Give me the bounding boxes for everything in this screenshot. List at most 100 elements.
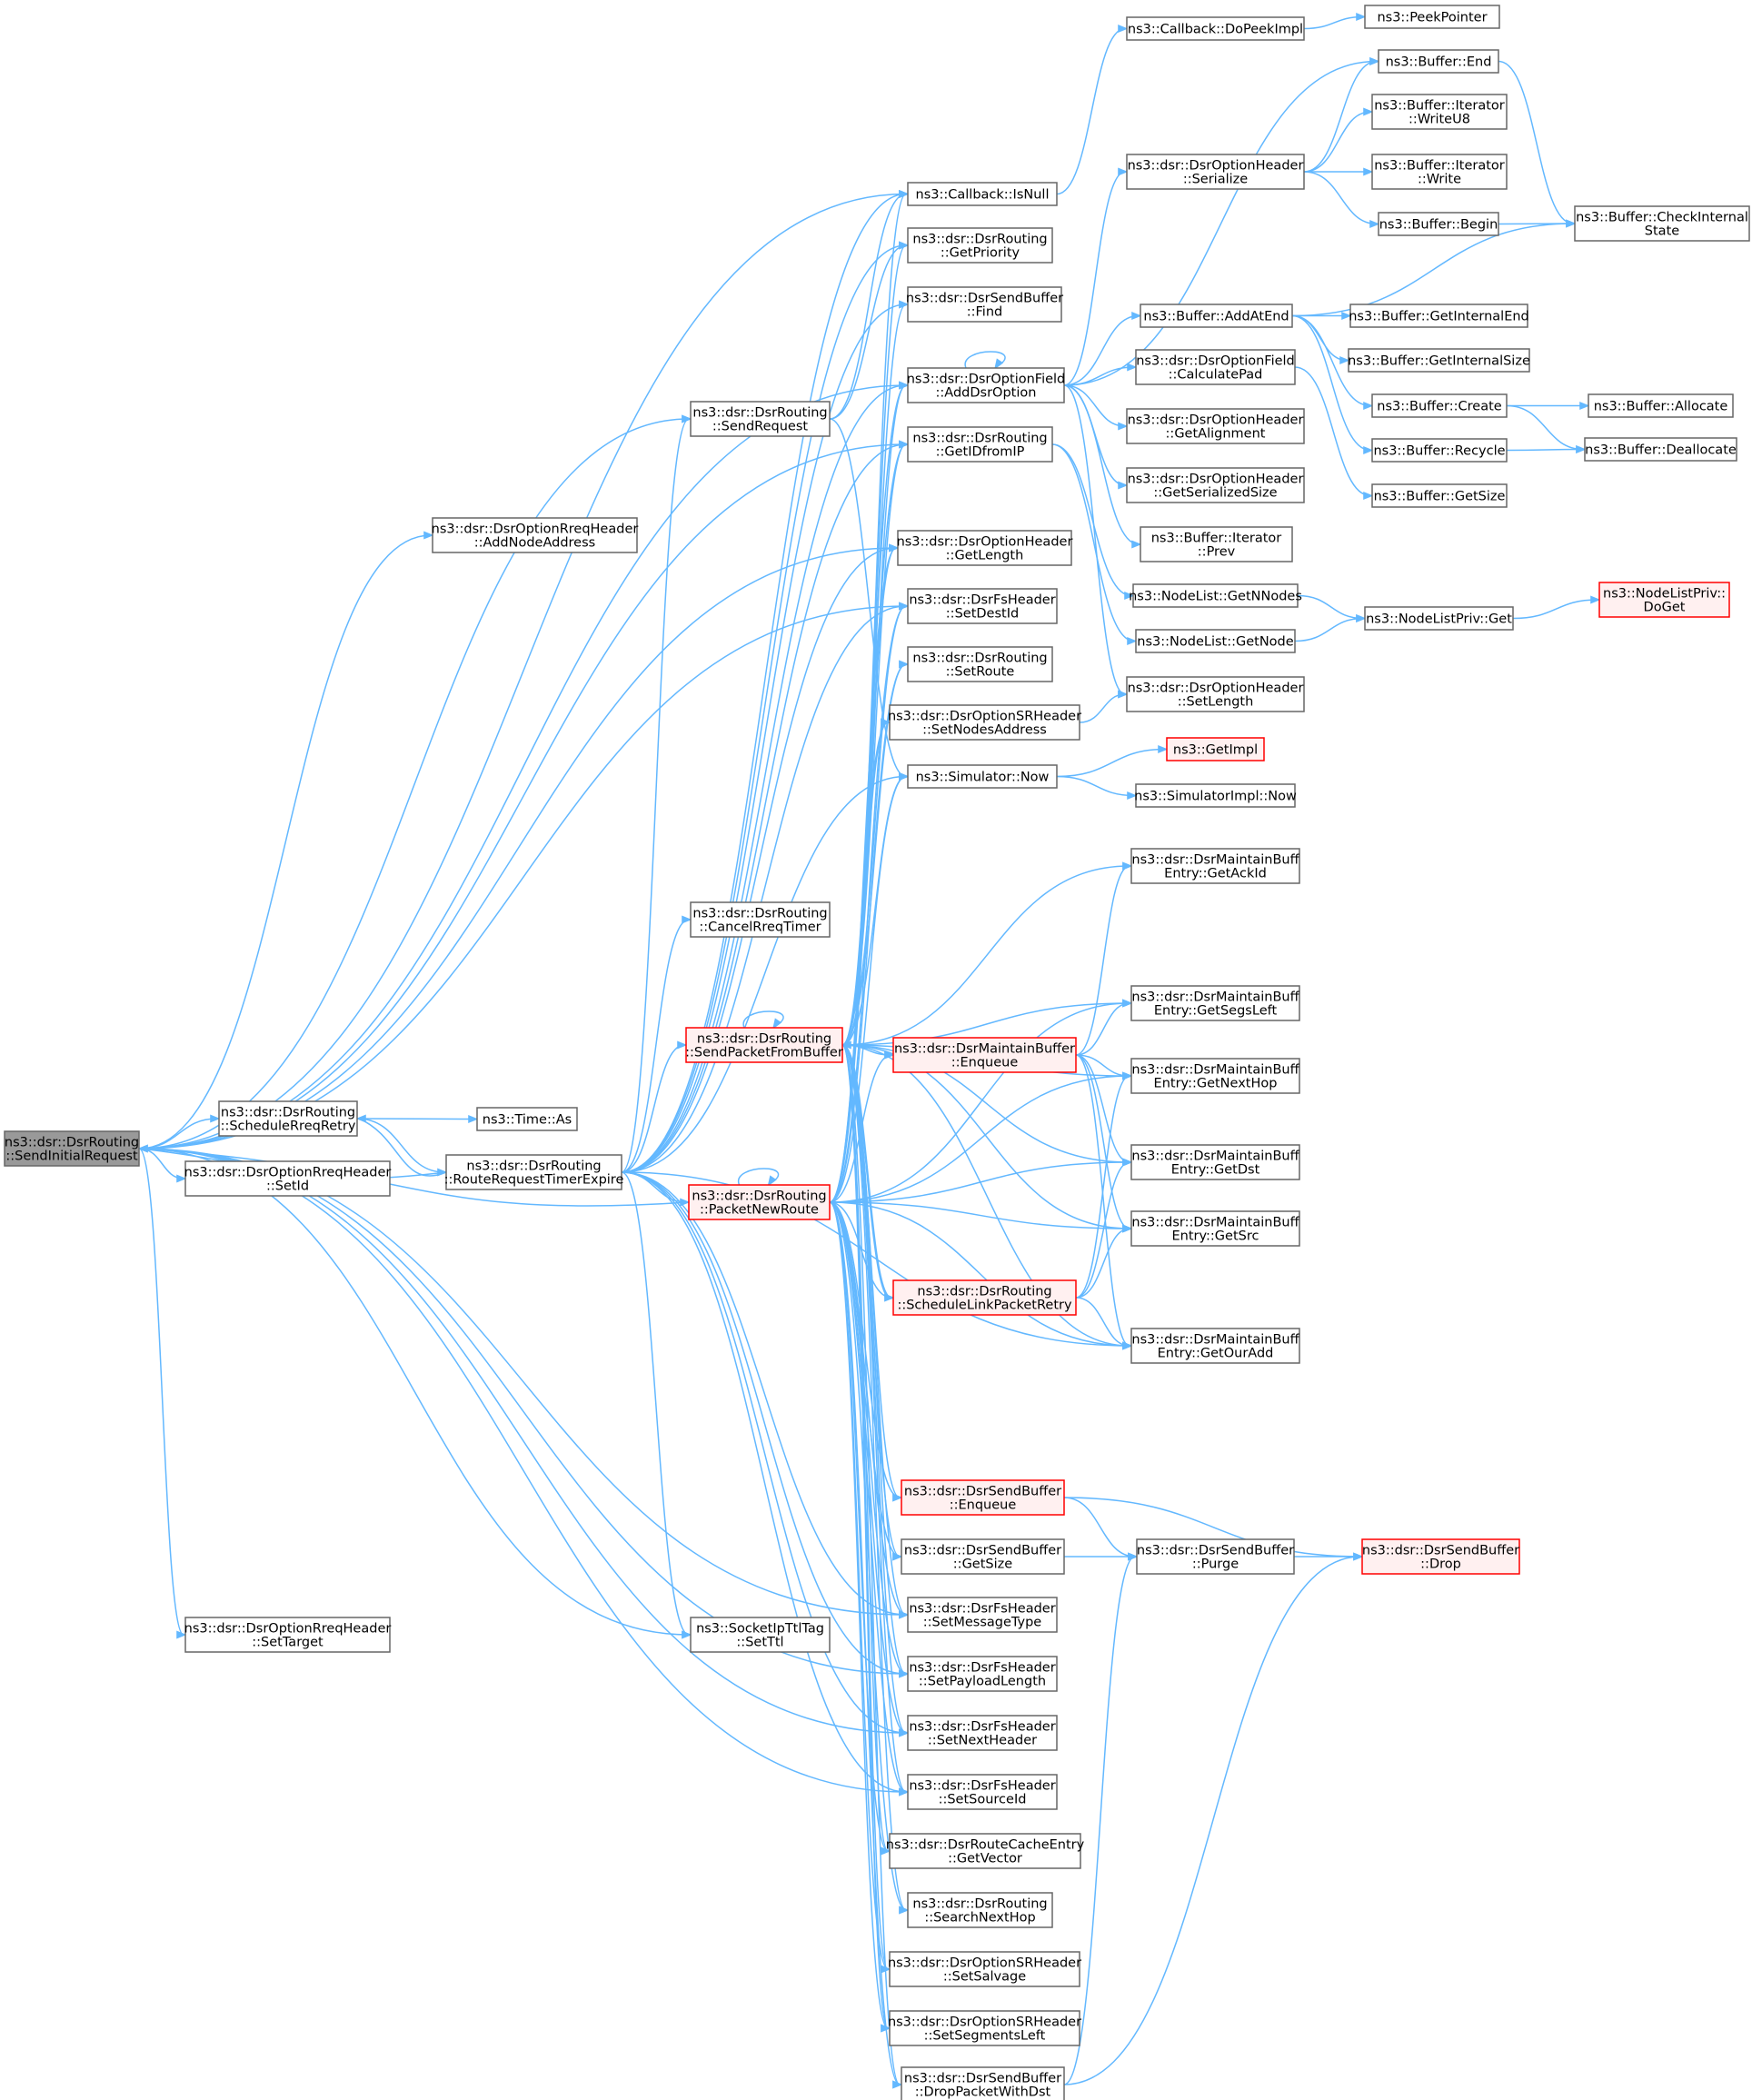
- node-fsSrc[interactable]: ns3::dsr::DsrFsHeader::SetSourceId: [907, 1774, 1058, 1810]
- node-box: [907, 1597, 1058, 1633]
- edge-arrowhead: [1122, 999, 1133, 1008]
- node-srNodes[interactable]: ns3::dsr::DsrOptionSRHeader::SetNodesAdd…: [888, 704, 1081, 741]
- node-doPeek[interactable]: ns3::Callback::DoPeekImpl: [1126, 16, 1305, 41]
- node-rrte[interactable]: ns3::dsr::DsrRouting::RouteRequestTimerE…: [444, 1154, 624, 1190]
- node-getPrio[interactable]: ns3::dsr::DsrRouting::GetPriority: [907, 227, 1053, 264]
- edge-pnr-to-fsPay: [829, 1201, 910, 1678]
- node-box: [907, 1774, 1058, 1810]
- node-mbEnq[interactable]: ns3::dsr::DsrMaintainBuffer::Enqueue: [892, 1037, 1077, 1073]
- edge-line: [1075, 1297, 1130, 1347]
- node-bufEnd[interactable]: ns3::Buffer::End: [1378, 49, 1499, 74]
- node-sbDropF[interactable]: ns3::dsr::DsrSendBuffer::Drop: [1361, 1538, 1520, 1575]
- node-getId[interactable]: ns3::dsr::DsrRouting::GetIDfromIP: [907, 426, 1053, 463]
- node-box: [218, 1100, 358, 1137]
- node-searchNH[interactable]: ns3::dsr::DsrRouting::SearchNextHop: [907, 1892, 1053, 1928]
- node-label: ns3::Buffer::Iterator: [1374, 99, 1505, 114]
- node-bufCreate[interactable]: ns3::Buffer::Create: [1371, 393, 1508, 418]
- edge-line: [1063, 60, 1378, 386]
- node-mbOur[interactable]: ns3::dsr::DsrMaintainBuffEntry::GetOurAd…: [1130, 1328, 1300, 1364]
- node-sbFind[interactable]: ns3::dsr::DsrSendBuffer::Find: [906, 286, 1063, 323]
- node-calcPad[interactable]: ns3::dsr::DsrOptionField::CalculatePad: [1135, 349, 1296, 385]
- node-label: ns3::dsr::DsrSendBuffer: [1137, 1544, 1294, 1558]
- node-fsMsg[interactable]: ns3::dsr::DsrFsHeader::SetMessageType: [907, 1597, 1058, 1633]
- node-bufDealloc[interactable]: ns3::Buffer::Deallocate: [1584, 437, 1737, 462]
- edge-arrowhead: [355, 1114, 366, 1123]
- node-setTarget[interactable]: ns3::dsr::DsrOptionRreqHeader::SetTarget: [184, 1617, 392, 1653]
- node-sbPurge[interactable]: ns3::dsr::DsrSendBuffer::Purge: [1136, 1538, 1295, 1575]
- node-bufAlloc[interactable]: ns3::Buffer::Allocate: [1588, 393, 1734, 418]
- node-setRoute[interactable]: ns3::dsr::DsrRouting::SetRoute: [907, 646, 1053, 682]
- edge-line: [621, 1044, 685, 1173]
- edge-line: [1506, 448, 1584, 452]
- node-srr[interactable]: ns3::dsr::DsrRouting::ScheduleRreqRetry: [218, 1100, 358, 1137]
- node-srSalv[interactable]: ns3::dsr::DsrOptionSRHeader::SetSalvage: [888, 1951, 1081, 1987]
- node-itW8[interactable]: ns3::Buffer::Iterator::WriteU8: [1371, 94, 1508, 130]
- node-sendReq[interactable]: ns3::dsr::DsrRouting::SendRequest: [690, 401, 831, 437]
- node-nlN[interactable]: ns3::NodeList::GetNNodes: [1129, 583, 1302, 608]
- node-simImplNow[interactable]: ns3::SimulatorImpl::Now: [1134, 783, 1297, 808]
- node-srSeg[interactable]: ns3::dsr::DsrOptionSRHeader::SetSegments…: [888, 2010, 1081, 2046]
- node-label: ns3::Buffer::Deallocate: [1585, 443, 1737, 458]
- node-box: [688, 1184, 831, 1220]
- node-slpr[interactable]: ns3::dsr::DsrRouting::ScheduleLinkPacket…: [892, 1279, 1077, 1316]
- node-ohAlign[interactable]: ns3::dsr::DsrOptionHeader::GetAlignment: [1126, 408, 1305, 444]
- node-spfb[interactable]: ns3::dsr::DsrRouting::SendPacketFromBuff…: [685, 1027, 843, 1063]
- node-fsNext[interactable]: ns3::dsr::DsrFsHeader::SetNextHeader: [907, 1715, 1058, 1751]
- edge-line: [1506, 404, 1584, 451]
- node-ohSetLen[interactable]: ns3::dsr::DsrOptionHeader::SetLength: [1126, 676, 1305, 712]
- node-getImpl[interactable]: ns3::GetImpl: [1166, 737, 1265, 761]
- edge-rrte-to-spfb: [621, 1040, 688, 1173]
- node-fsPay[interactable]: ns3::dsr::DsrFsHeader::SetPayloadLength: [907, 1656, 1058, 1692]
- node-setId[interactable]: ns3::dsr::DsrOptionRreqHeader::SetId: [184, 1160, 392, 1197]
- node-addNode[interactable]: ns3::dsr::DsrOptionRreqHeader::AddNodeAd…: [432, 517, 639, 553]
- node-box: [1371, 483, 1508, 508]
- node-ohLen[interactable]: ns3::dsr::DsrOptionHeader::GetLength: [897, 530, 1073, 566]
- edge-nlpGet-to-nlpDoGet: [1512, 595, 1601, 620]
- node-sbEnq[interactable]: ns3::dsr::DsrSendBuffer::Enqueue: [901, 1479, 1065, 1516]
- node-addOpt[interactable]: ns3::dsr::DsrOptionField::AddDsrOption: [907, 367, 1066, 403]
- edge-line: [621, 1171, 690, 1636]
- node-setTtl[interactable]: ns3::SocketIpTtlTag::SetTtl: [690, 1617, 831, 1653]
- node-addAtEnd[interactable]: ns3::Buffer::AddAtEnd: [1140, 304, 1293, 328]
- node-itPrev[interactable]: ns3::Buffer::Iterator::Prev: [1140, 526, 1293, 562]
- node-cancel[interactable]: ns3::dsr::DsrRouting::CancelRreqTimer: [690, 901, 831, 938]
- node-label: ns3::dsr::DsrOptionHeader: [1128, 682, 1304, 696]
- edge-pnr-to-mbEnq: [829, 1050, 895, 1203]
- node-bufRecycle[interactable]: ns3::Buffer::Recycle: [1371, 438, 1508, 463]
- node-ohSer[interactable]: ns3::dsr::DsrOptionHeader::Serialize: [1126, 154, 1305, 190]
- node-peek[interactable]: ns3::PeekPointer: [1364, 5, 1500, 29]
- edge-slpr-to-spfb: [841, 1040, 894, 1299]
- edge-line: [621, 1171, 907, 1734]
- node-nlGet[interactable]: ns3::NodeList::GetNode: [1135, 629, 1296, 653]
- node-rcVec[interactable]: ns3::dsr::DsrRouteCacheEntry::GetVector: [886, 1833, 1085, 1869]
- node-getIntEnd[interactable]: ns3::Buffer::GetInternalEnd: [1349, 304, 1529, 328]
- node-nlpGet[interactable]: ns3::NodeListPriv::Get: [1364, 606, 1514, 631]
- node-itW[interactable]: ns3::Buffer::Iterator::Write: [1371, 154, 1508, 190]
- node-bufGetSize[interactable]: ns3::Buffer::GetSize: [1371, 483, 1508, 508]
- node-box: [1130, 848, 1300, 884]
- node-ohSerSize[interactable]: ns3::dsr::DsrOptionHeader::GetSerialized…: [1126, 467, 1305, 503]
- node-box: [1126, 467, 1305, 503]
- node-mbNH[interactable]: ns3::dsr::DsrMaintainBuffEntry::GetNextH…: [1130, 1058, 1300, 1094]
- node-simNow[interactable]: ns3::Simulator::Now: [907, 764, 1058, 789]
- edge-line: [621, 1171, 907, 1675]
- node-box: [690, 901, 831, 938]
- node-sbSize[interactable]: ns3::dsr::DsrSendBuffer::GetSize: [901, 1538, 1065, 1575]
- node-bufBegin[interactable]: ns3::Buffer::Begin: [1378, 212, 1499, 236]
- node-label: ::WriteU8: [1409, 113, 1470, 127]
- node-isNull[interactable]: ns3::Callback::IsNull: [907, 182, 1058, 206]
- node-sbDrop[interactable]: ns3::dsr::DsrSendBuffer::DropPacketWithD…: [901, 2066, 1065, 2100]
- node-pnr[interactable]: ns3::dsr::DsrRouting::PacketNewRoute: [688, 1184, 831, 1220]
- node-fsDest[interactable]: ns3::dsr::DsrFsHeader::SetDestId: [907, 588, 1058, 624]
- node-getIntSize[interactable]: ns3::Buffer::GetInternalSize: [1348, 348, 1530, 373]
- edge-arrowhead: [1122, 1158, 1133, 1167]
- node-root[interactable]: ns3::dsr::DsrRouting::SendInitialRequest: [4, 1130, 140, 1167]
- node-mbSeg[interactable]: ns3::dsr::DsrMaintainBuffEntry::GetSegsL…: [1130, 985, 1300, 1021]
- edge-arrowhead: [210, 1114, 221, 1123]
- node-nlpDoGet[interactable]: ns3::NodeListPriv::DoGet: [1598, 582, 1730, 618]
- node-timeAs[interactable]: ns3::Time::As: [476, 1107, 578, 1131]
